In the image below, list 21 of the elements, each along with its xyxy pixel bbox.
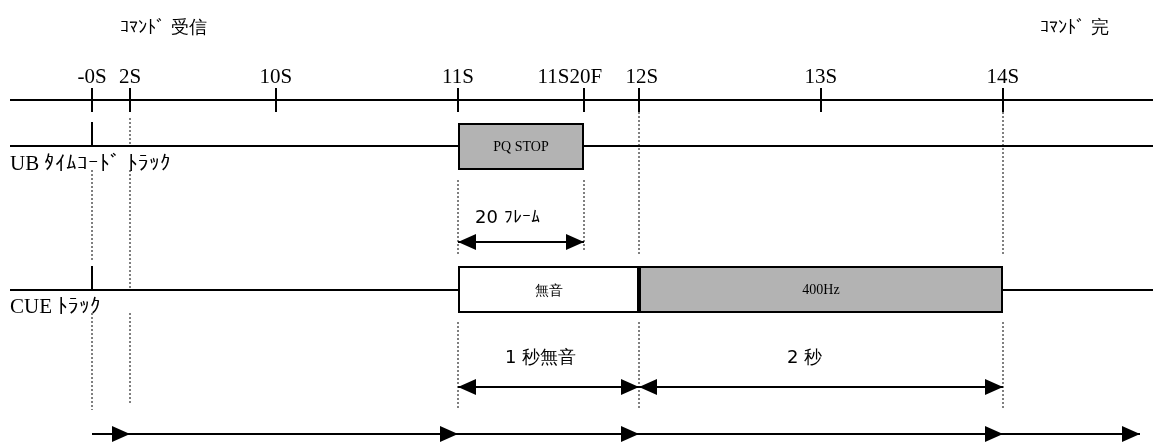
time-tick-label: 12S (625, 66, 659, 87)
time-tick-label: 14S (986, 66, 1020, 87)
signal-segment (458, 123, 584, 170)
time-tick-label: 2S (119, 66, 142, 87)
signal-segment (639, 266, 1003, 313)
time-tick-label: 10S (259, 66, 293, 87)
dimension-label: 1 秒無音 (505, 348, 577, 366)
event-label: ｺﾏﾝﾄﾞ 受信 (120, 18, 207, 36)
signal-segment (458, 266, 639, 313)
segment-label: 無音 (534, 282, 563, 297)
dimension-label: 20 ﾌﾚｰﾑ (475, 208, 540, 226)
segment-label: 400Hz (802, 282, 840, 297)
dimension-label: 2 秒 (787, 348, 823, 366)
time-tick-label: -0S (77, 66, 107, 87)
track-label: UB ﾀｲﾑｺｰﾄﾞ ﾄﾗｯｸ (10, 153, 171, 174)
track-label: CUE ﾄﾗｯｸ (10, 296, 102, 317)
time-tick-label: 11S20F (537, 66, 603, 87)
segment-label: PQ STOP (493, 139, 549, 154)
time-tick-label: 11S (442, 66, 474, 87)
event-label: ｺﾏﾝﾄﾞ 完 (1040, 18, 1109, 36)
time-tick-label: 13S (804, 66, 838, 87)
